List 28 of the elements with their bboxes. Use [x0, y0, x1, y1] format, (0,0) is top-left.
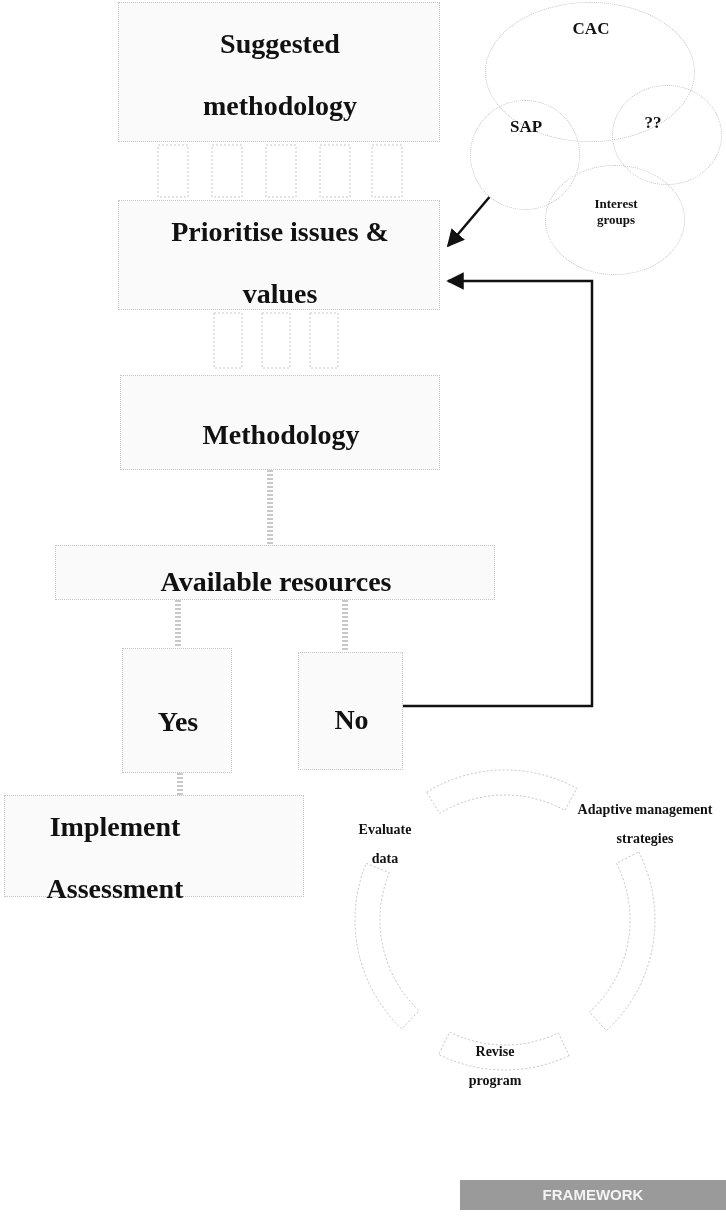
connector-line	[267, 470, 273, 545]
process-box	[120, 375, 440, 470]
title-bar: FRAMEWORK	[460, 1180, 726, 1210]
node-label: Prioritise issues & values	[170, 215, 390, 311]
node-label: ??	[643, 112, 663, 134]
connector-line	[177, 773, 183, 795]
node-label: Yes	[156, 705, 200, 739]
process-box	[4, 795, 304, 897]
node-label: SAP	[508, 116, 544, 138]
node-label: Interest groups	[593, 196, 639, 229]
node-label: Implement Assessment	[45, 810, 185, 906]
node-label: Available resources	[159, 565, 393, 599]
process-box	[55, 545, 495, 600]
node-label: Suggested methodology	[202, 27, 358, 123]
process-box	[118, 2, 440, 142]
process-box	[118, 200, 440, 310]
arrow	[403, 272, 594, 708]
process-box	[298, 652, 403, 770]
cycle-label: Revise program	[467, 1043, 523, 1091]
connector-line	[175, 600, 181, 648]
cycle-label: Adaptive management strategies	[576, 801, 714, 849]
arrow	[446, 196, 491, 248]
cycle-label: Evaluate data	[357, 821, 413, 869]
node-label: No	[333, 703, 370, 737]
node-label: Methodology	[201, 418, 361, 452]
connector-line	[342, 600, 348, 652]
node-label: CAC	[571, 18, 611, 40]
process-box	[122, 648, 232, 773]
